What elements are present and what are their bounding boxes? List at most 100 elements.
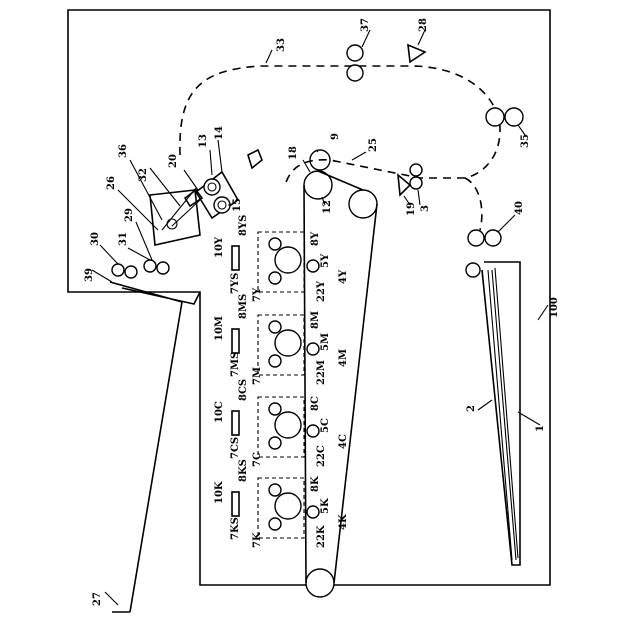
station-10y-label-c8: 8Y	[310, 231, 321, 246]
station-10m-exposure	[232, 329, 239, 353]
label-9: 9	[330, 133, 341, 140]
roller-31b	[157, 262, 169, 274]
station-10c-develop-roller	[269, 437, 281, 449]
label-19: 19	[406, 202, 417, 216]
label-20: 20	[168, 154, 179, 168]
label-28: 28	[418, 18, 429, 32]
station-10c-charge-roller	[269, 403, 281, 415]
station-10c-label-k7: 7C	[252, 452, 263, 467]
label-31: 31	[118, 232, 129, 246]
station-10k-exposure	[232, 492, 239, 516]
label-33: 33	[276, 38, 287, 52]
label-39: 39	[84, 268, 95, 282]
label-2: 2	[466, 405, 477, 412]
station-10k-label-s4: 4K	[338, 514, 349, 530]
station-10m-develop-roller	[269, 355, 281, 367]
roller-pair-35a	[486, 108, 504, 126]
label-18: 18	[288, 146, 299, 160]
label-14: 14	[214, 126, 225, 140]
imaging-stations: 10Y8YS7YS7Y8Y5Y22Y4Y10M8MS7MS7M8M5M22M4M…	[214, 215, 349, 548]
label-35: 35	[520, 134, 531, 148]
station-10m-label-ks: 7MS	[230, 352, 241, 377]
label-29: 29	[124, 208, 135, 222]
roller-pair-37b	[347, 65, 363, 81]
station-10y-label-p5: 5Y	[320, 253, 331, 268]
label-27: 27	[92, 592, 103, 606]
label-32: 32	[138, 168, 149, 182]
station-10k-transfer-roller	[307, 506, 319, 518]
station-10k-label-cs: 8KS	[238, 459, 249, 482]
station-10y-label-unit: 10Y	[214, 236, 225, 258]
label-100: 100	[549, 297, 560, 318]
station-10k-drum	[275, 493, 301, 519]
belt-roller-top-right	[349, 190, 377, 218]
station-10m-transfer-roller	[307, 343, 319, 355]
paper-tray	[482, 262, 520, 565]
station-10y-label-s4: 4Y	[338, 269, 349, 284]
station-10m-label-k7: 7M	[252, 367, 263, 385]
flag-20	[248, 150, 262, 168]
label-26: 26	[106, 176, 117, 190]
station-10m-label-t22: 22M	[316, 360, 327, 385]
station-10c-label-cs: 8CS	[238, 379, 249, 401]
label-30: 30	[90, 232, 101, 246]
label-40: 40	[514, 201, 525, 215]
station-10m-label-cs: 8MS	[238, 294, 249, 319]
station-10y-label-ks: 7YS	[230, 273, 241, 294]
roller-pair-3b	[410, 177, 422, 189]
station-10y-charge-roller	[269, 238, 281, 250]
label-1: 1	[535, 425, 546, 432]
roller-pair-40a	[468, 230, 484, 246]
station-10y-transfer-roller	[307, 260, 319, 272]
reversal-unit	[150, 188, 202, 245]
label-3: 3	[420, 205, 431, 212]
output-chute	[110, 282, 200, 612]
sensor-19	[398, 175, 410, 195]
station-10k-label-unit: 10K	[214, 481, 225, 504]
housing-outline	[68, 10, 550, 585]
label-12: 12	[322, 200, 333, 214]
station-10c-drum	[275, 412, 301, 438]
label-37: 37	[360, 18, 371, 32]
station-10c-label-unit: 10C	[214, 401, 225, 423]
station-10k-label-t22: 22K	[316, 525, 327, 548]
station-10c-label-ks: 7CS	[230, 437, 241, 459]
station-10k-label-ks: 7KS	[230, 517, 241, 540]
station-10c-label-c8: 8C	[310, 396, 321, 411]
station-10k-develop-roller	[269, 518, 281, 530]
station-10c-label-p5: 5C	[320, 418, 331, 433]
station-10y-exposure	[232, 246, 239, 270]
belt-roller-bottom	[306, 569, 334, 597]
station-10m-drum	[275, 330, 301, 356]
label-13: 13	[198, 134, 209, 148]
roller-31a	[144, 260, 156, 272]
station-10y-label-t22: 22Y	[316, 280, 327, 302]
roller-pair-40b	[485, 230, 501, 246]
station-10m-charge-roller	[269, 321, 281, 333]
station-10m-label-c8: 8M	[310, 311, 321, 329]
station-10k-charge-roller	[269, 484, 281, 496]
label-25: 25	[368, 138, 379, 152]
station-10y-develop-roller	[269, 272, 281, 284]
label-15: 15	[232, 198, 243, 212]
roller-30a	[112, 264, 124, 276]
roller-pair-3a	[410, 164, 422, 176]
station-10y-label-cs: 8YS	[238, 215, 249, 236]
roller-pair-37a	[347, 45, 363, 61]
station-10m-label-unit: 10M	[214, 316, 225, 341]
station-10y-label-k7: 7Y	[252, 287, 263, 302]
station-10k-label-c8: 8K	[310, 476, 321, 492]
roller-30b	[125, 266, 137, 278]
sensor-28	[408, 45, 425, 62]
station-10m-label-p5: 5M	[320, 333, 331, 351]
roller-pair-35b	[505, 108, 523, 126]
label-36: 36	[118, 144, 129, 158]
station-10k-label-k7: 7K	[252, 532, 263, 548]
paper-path-feed	[465, 178, 482, 230]
pickup-roller	[466, 263, 480, 277]
station-10c-label-t22: 22C	[316, 445, 327, 467]
station-10c-transfer-roller	[307, 425, 319, 437]
station-10c-exposure	[232, 411, 239, 435]
station-10k-label-p5: 5K	[320, 498, 331, 514]
